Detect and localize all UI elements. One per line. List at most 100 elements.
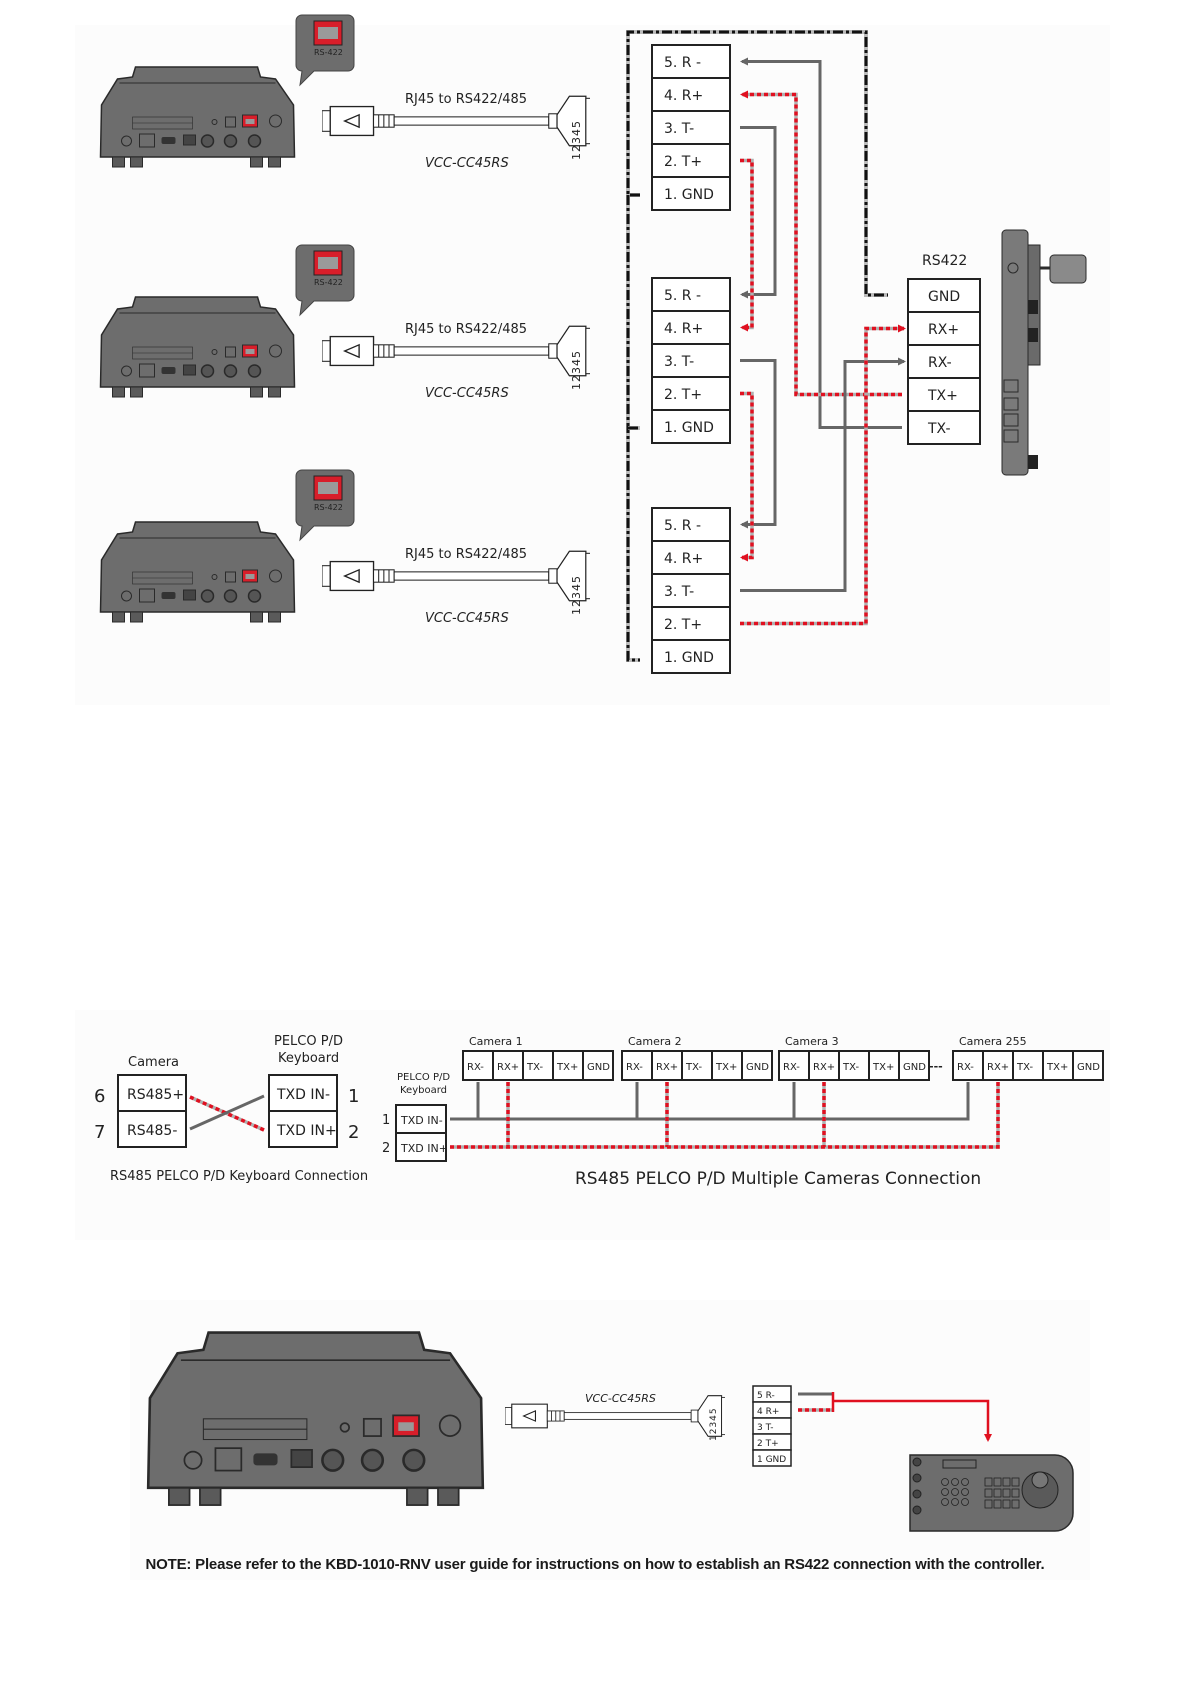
caption: RS485 PELCO P/D Keyboard Connection: [110, 1169, 368, 1184]
camera-name: Camera 255: [959, 1035, 1027, 1048]
cable-model: VCC-CC45RS: [425, 386, 509, 401]
camera-pin-label: TX-: [685, 1062, 702, 1073]
terminal-pin-label: 2. T+: [664, 617, 702, 633]
wire-t-plus-b2-to-r-plus-b3: [740, 391, 754, 562]
gnd-bus: [626, 30, 888, 662]
connector-pins: 12345: [570, 350, 583, 390]
camera-pin-label: RX+: [813, 1062, 835, 1073]
terminal-pin: [651, 639, 731, 674]
terminal-pin-label: 5. R -: [664, 55, 701, 71]
terminal-pin-label: 4. R+: [664, 551, 703, 567]
camera-pin-label: TX-: [1016, 1062, 1033, 1073]
ellipsis: ---: [929, 1060, 943, 1073]
controller-title: RS422: [922, 253, 967, 269]
controller-side-view-icon: [1001, 229, 1087, 476]
wire-tx-minus-to-r-minus: [740, 57, 825, 429]
camera-name: Camera 3: [785, 1035, 839, 1048]
keyboard-pin-label: TXD IN+: [400, 1142, 448, 1155]
controller-pin: [907, 278, 981, 313]
terminal-pin-label: 3. T-: [664, 584, 694, 600]
camera-pin-number: 6: [94, 1086, 105, 1107]
terminal-block: 5. R - 4. R+ 3. T- 2. T+ 1. GND: [651, 44, 731, 211]
camera-pin-label: RS485-: [127, 1123, 177, 1139]
signal-wire: [831, 1392, 988, 1440]
keyboard-pin-label: TXD IN-: [400, 1114, 443, 1127]
terminal-pin-label: 4. R+: [664, 88, 703, 104]
camera-pin: [117, 1110, 187, 1148]
terminal-pin-label: 2. T+: [664, 154, 702, 170]
cable-label: RJ45 to RS422/485: [405, 322, 527, 337]
camera-device-icon: [99, 521, 296, 623]
terminal-pin-label: 5 R-: [757, 1391, 775, 1401]
wire-t-plus-b1-to-r-plus-b2: [740, 158, 754, 332]
camera-pin-label: GND: [587, 1062, 610, 1073]
terminal-pin-label: 1. GND: [664, 650, 714, 666]
camera-pin-label: TX+: [715, 1062, 737, 1073]
terminal-pin: [651, 277, 731, 312]
keyboard-label: Keyboard: [400, 1085, 447, 1096]
caption: RS485 PELCO P/D Multiple Cameras Connect…: [575, 1169, 981, 1189]
terminal-pin-label: 5. R -: [664, 288, 701, 304]
cable-model: VCC-CC45RS: [425, 156, 509, 171]
terminal-pin-label: 1 GND: [757, 1455, 786, 1465]
controller-pin: [907, 311, 981, 346]
camera-label: Camera: [128, 1055, 179, 1070]
camera-pin-label: GND: [1077, 1062, 1100, 1073]
terminal-pin-label: 1. GND: [664, 187, 714, 203]
section-single-connection: VCC-CC45RS 12345 5 R- 4 R+ 3 T- 2 T+ 1 GND: [146, 1331, 1074, 1532]
camera-pin-label: RX-: [626, 1062, 643, 1073]
connector-pins: 12345: [709, 1407, 719, 1441]
connector-pins: 12345: [570, 120, 583, 160]
camera-pin: [711, 1050, 743, 1081]
camera-pin-label: TX+: [872, 1062, 894, 1073]
camera-pin: [1012, 1050, 1044, 1081]
camera-pin-label: TX-: [842, 1062, 859, 1073]
keyboard-pin-number: 2: [348, 1122, 359, 1143]
camera-name: Camera 2: [628, 1035, 682, 1048]
terminal-pin: [651, 77, 731, 112]
keyboard-label: PELCO P/D: [274, 1034, 343, 1049]
txd-minus-bus: [450, 1082, 970, 1121]
controller-pin-label: RX+: [928, 322, 959, 338]
keyboard-pin-number: 2: [382, 1141, 390, 1156]
terminal-pin: [651, 44, 731, 79]
camera-pin-label: GND: [903, 1062, 926, 1073]
camera-pin: [778, 1050, 810, 1081]
camera-pin-label: RX+: [656, 1062, 678, 1073]
camera-pin-label: TX+: [556, 1062, 578, 1073]
terminal-pin: [651, 143, 731, 178]
port-label: RS-422: [314, 503, 343, 512]
camera-pin-label: RX+: [497, 1062, 519, 1073]
controller-pin: [907, 377, 981, 412]
keyboard-pin: [395, 1132, 447, 1162]
terminal-pin-label: 3. T-: [664, 121, 694, 137]
keyboard-pin-label: TXD IN+: [276, 1123, 337, 1139]
terminal-pin-label: 4. R+: [664, 321, 703, 337]
terminal-pin: [651, 409, 731, 444]
cable-model: VCC-CC45RS: [585, 1392, 656, 1405]
cable-model: VCC-CC45RS: [425, 611, 509, 626]
controller-pin-label: GND: [928, 289, 960, 305]
terminal-pin: [752, 1449, 792, 1467]
txd-plus-bus: [450, 1082, 1000, 1149]
wire-t-minus-to-rx-minus: [740, 357, 906, 592]
controller-pin-label: RX-: [928, 355, 952, 371]
terminal-pin-label: 2 T+: [757, 1439, 779, 1449]
camera-pin-label: RX+: [987, 1062, 1009, 1073]
terminal-pin: [651, 310, 731, 345]
keyboard-pin: [268, 1110, 338, 1148]
keyboard-label: PELCO P/D: [397, 1072, 450, 1083]
rs485-panel: [75, 1010, 1110, 1240]
terminal-pin-label: 4 R+: [757, 1407, 779, 1417]
terminal-pin-label: 3 T-: [757, 1423, 774, 1433]
connector-pins: 12345: [570, 575, 583, 615]
port-label: RS-422: [314, 48, 343, 57]
controller-pin: [907, 410, 981, 445]
camera-pin: [952, 1050, 984, 1081]
